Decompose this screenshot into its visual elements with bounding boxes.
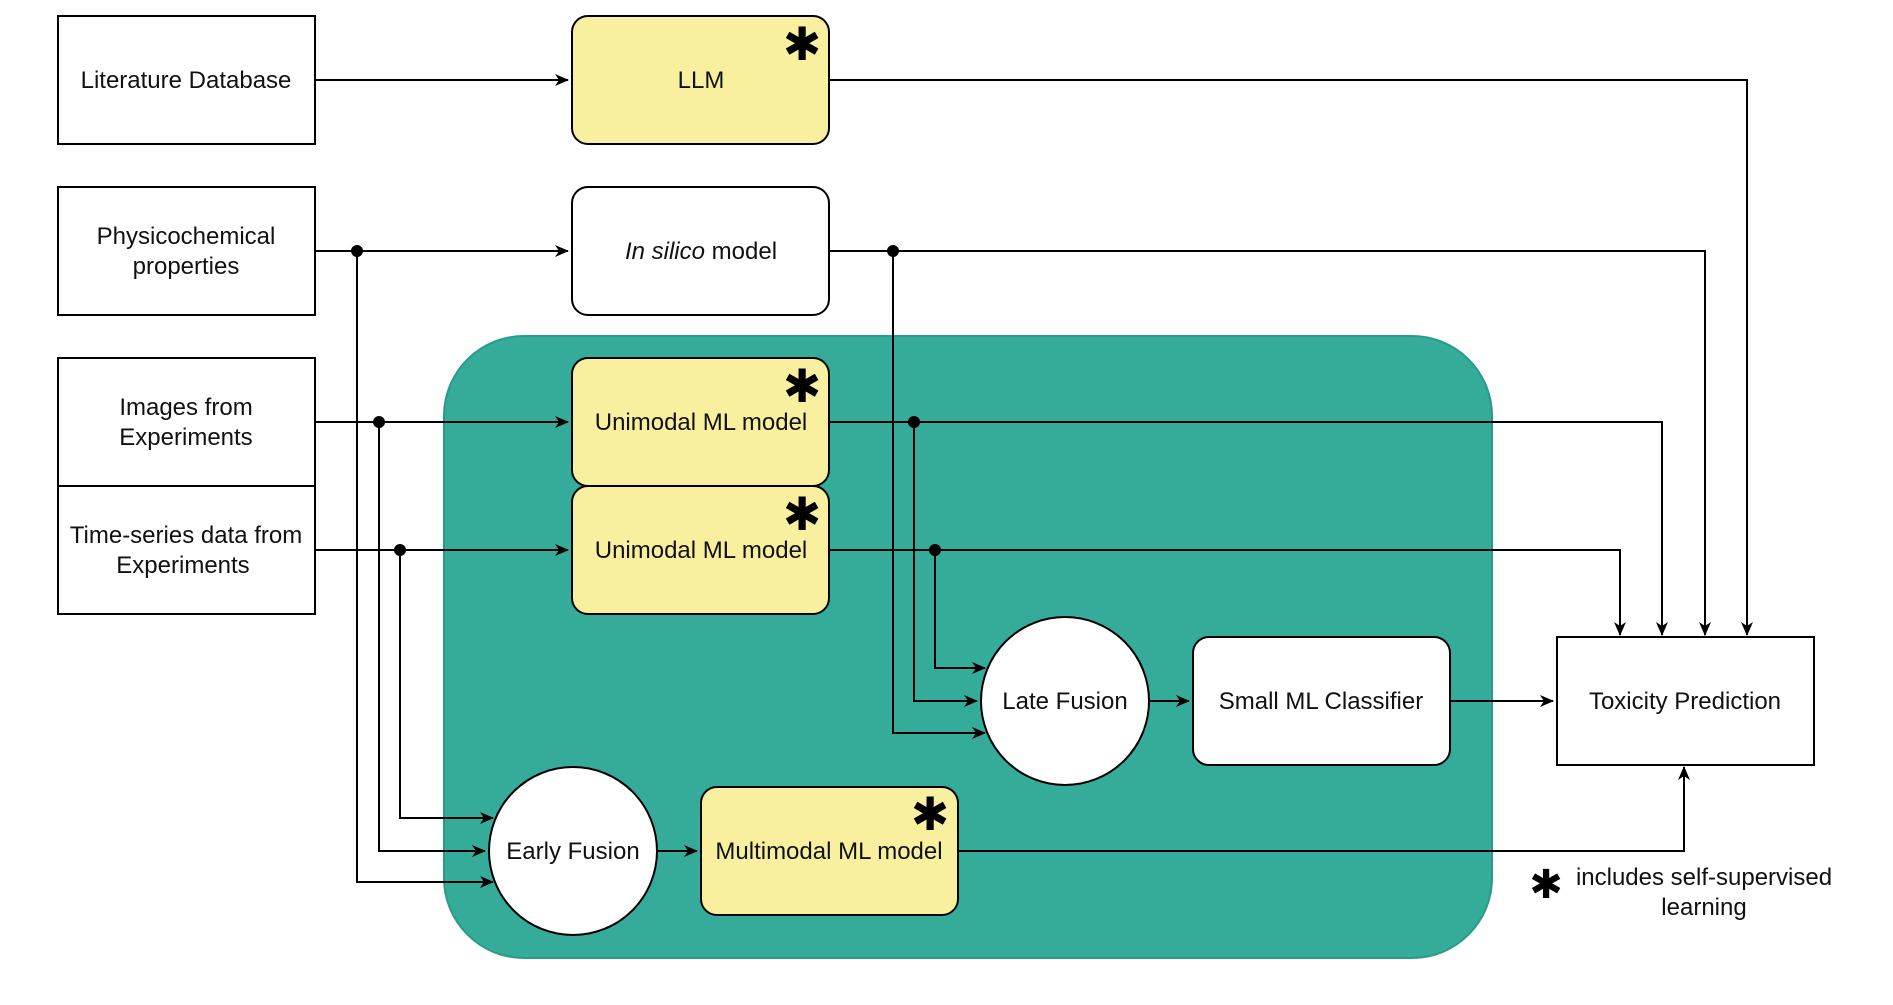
images-label-line1: Images from [119, 394, 252, 421]
toxicity-prediction-box: Toxicity Prediction [1556, 636, 1815, 766]
multimodal-ml-model-box: Multimodal ML model ✱ [700, 786, 959, 916]
legend-line2: learning [1661, 894, 1746, 921]
unimodal-ml-model-images-box: Unimodal ML model ✱ [571, 357, 830, 487]
junction-dot-icon [394, 544, 406, 556]
legend-line1: includes self-supervised [1576, 864, 1832, 891]
unimodal-timeseries-label: Unimodal ML model [595, 537, 808, 564]
multimodal-label: Multimodal ML model [715, 838, 942, 865]
legend: ✱ includes self-supervised learning [1529, 862, 1832, 921]
in-silico-label: In silico model [625, 238, 777, 265]
asterisk-icon: ✱ [911, 787, 950, 841]
timeseries-label-line2: Experiments [116, 552, 249, 579]
small-classifier-label: Small ML Classifier [1219, 688, 1423, 715]
time-series-data-box: Time-series data from Experiments [57, 485, 316, 615]
llm-label: LLM [678, 67, 725, 94]
early-fusion-label: Early Fusion [506, 838, 639, 865]
in-silico-model-box: In silico model [571, 186, 830, 316]
junction-dot-icon [351, 245, 363, 257]
timeseries-label-line1: Time-series data from [70, 522, 303, 549]
physicochemical-label-line1: Physicochemical [97, 223, 276, 250]
asterisk-icon: ✱ [783, 487, 822, 541]
in-silico-rest: model [705, 238, 777, 265]
junction-dot-icon [929, 544, 941, 556]
images-label-line2: Experiments [119, 424, 252, 451]
early-fusion-node: Early Fusion [488, 766, 658, 936]
junction-dot-icon [887, 245, 899, 257]
physicochemical-label-line2: properties [133, 253, 240, 280]
images-from-experiments-box: Images from Experiments [57, 357, 316, 487]
in-silico-italic: In silico [625, 238, 705, 265]
asterisk-icon: ✱ [1529, 862, 1563, 908]
llm-box: LLM ✱ [571, 15, 830, 145]
junction-dots [351, 245, 941, 556]
junction-dot-icon [908, 416, 920, 428]
late-fusion-label: Late Fusion [1002, 688, 1127, 715]
toxicity-prediction-label: Toxicity Prediction [1589, 688, 1781, 715]
literature-database-label: Literature Database [81, 67, 292, 94]
asterisk-icon: ✱ [783, 17, 822, 71]
asterisk-icon: ✱ [783, 359, 822, 413]
small-ml-classifier-box: Small ML Classifier [1192, 636, 1451, 766]
late-fusion-node: Late Fusion [980, 616, 1150, 786]
unimodal-ml-model-timeseries-box: Unimodal ML model ✱ [571, 485, 830, 615]
literature-database-box: Literature Database [57, 15, 316, 145]
unimodal-images-label: Unimodal ML model [595, 409, 808, 436]
junction-dot-icon [373, 416, 385, 428]
physicochemical-properties-box: Physicochemical properties [57, 186, 316, 316]
